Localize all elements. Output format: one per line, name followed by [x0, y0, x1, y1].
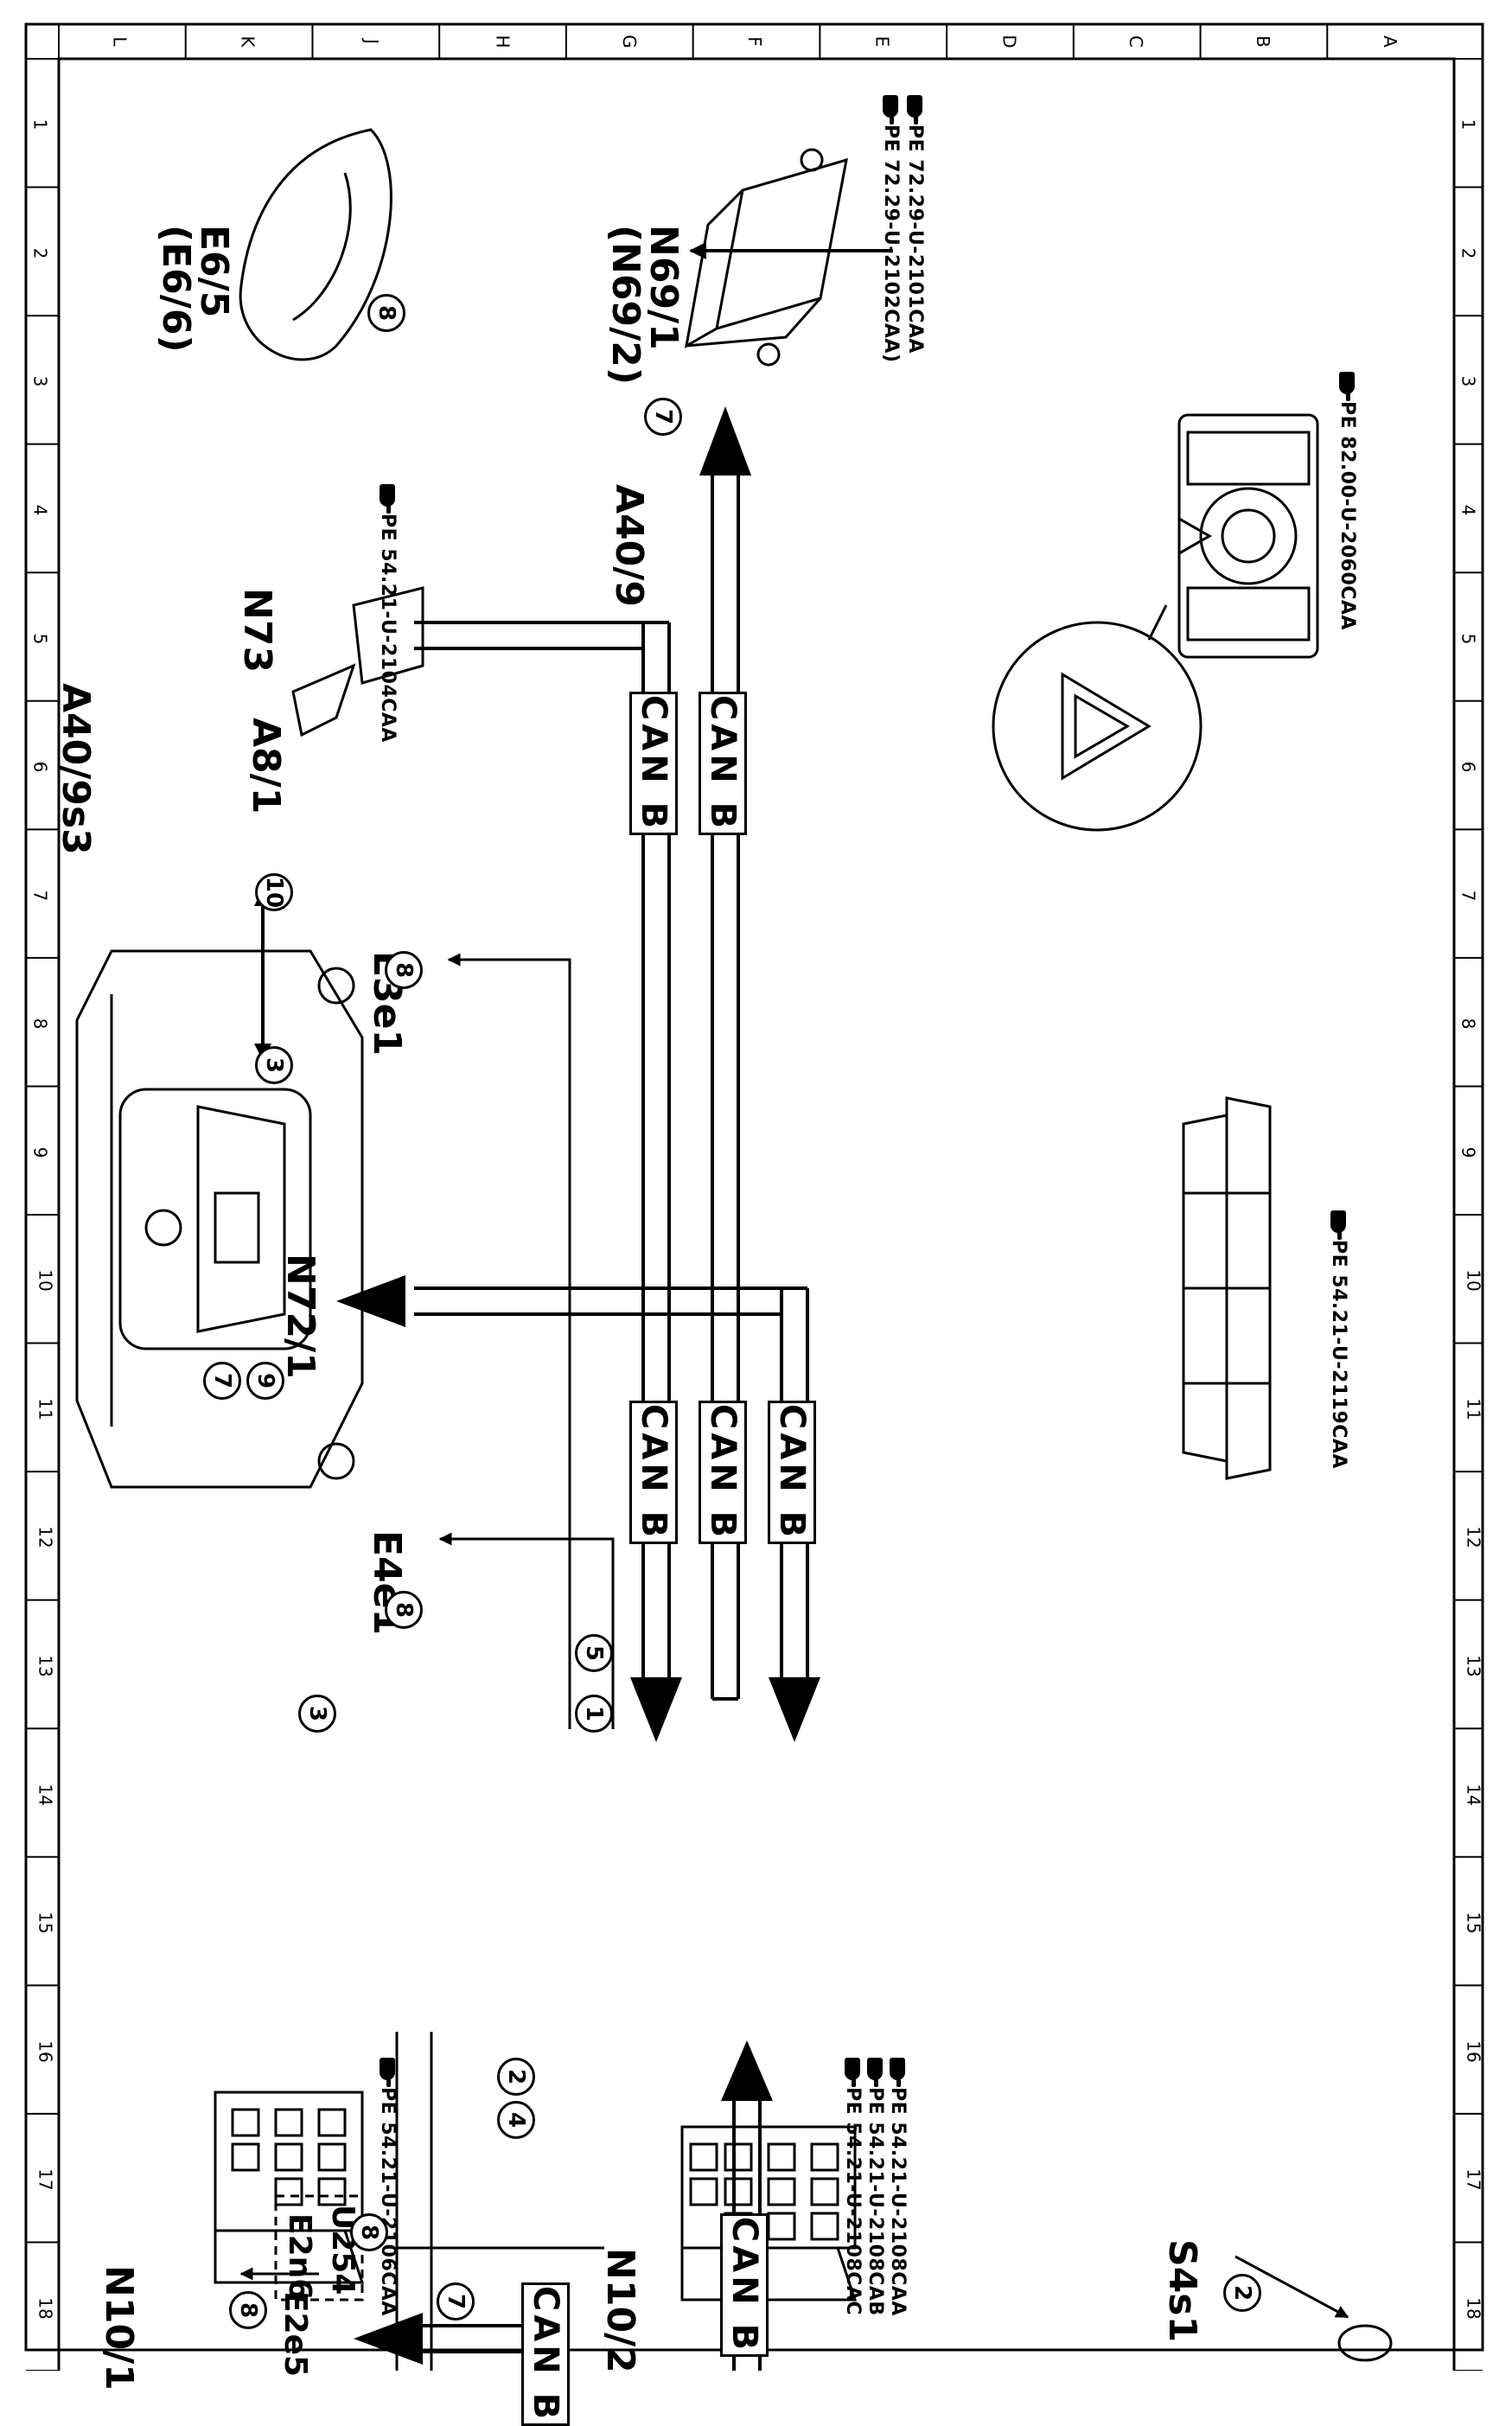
ref-circle: 7 — [203, 1362, 241, 1400]
ref-circle: 10 — [255, 873, 293, 911]
ref-circle: 4 — [497, 2101, 535, 2139]
n69-code-primary: N69/1 — [641, 225, 686, 350]
hand-pointer-icon — [1339, 372, 1355, 394]
n73-pe[interactable]: PE 54.21-U-2104CAA — [377, 514, 399, 743]
can-b-label: CAN B — [768, 1401, 816, 1544]
n72-pe-ref: PE 54.21-U-2119CAA — [1328, 1210, 1349, 1469]
ref-circle: 3 — [298, 1695, 336, 1733]
n72-overhead-panel-drawing — [1182, 1096, 1272, 1480]
hand-pointer-icon — [907, 95, 922, 118]
e2n6-code: E2n6 — [282, 2213, 317, 2301]
can-b-label: CAN B — [629, 692, 678, 835]
n10-1-pe-ref: PE 54.21-U-2106CAA — [377, 2058, 399, 2316]
n10-2-pe2[interactable]: PE 54.21-U-2108CAB — [864, 2087, 886, 2316]
hand-pointer-icon — [845, 2058, 860, 2080]
ref-circle: 8 — [229, 2291, 267, 2329]
u254-code: U254 — [325, 2205, 360, 2295]
ref-circle: 7 — [644, 398, 682, 436]
hand-pointer-icon — [867, 2058, 883, 2080]
ref-circle: 5 — [575, 1634, 613, 1672]
ref-circle: 8 — [367, 294, 405, 332]
n10-1-to-u254 — [395, 2032, 604, 2371]
hand-pointer-icon — [380, 2058, 395, 2080]
n72-code: N72/1 — [278, 1254, 322, 1379]
ref-circle: 3 — [255, 1046, 293, 1084]
a40s3-hazard-button-drawing — [992, 604, 1203, 832]
ref-circle: 2 — [1223, 2274, 1261, 2312]
can-b-label: CAN B — [629, 1401, 678, 1544]
wire-to-e4e1 — [438, 1532, 615, 1729]
n10-2-relay-module-drawing — [680, 2125, 858, 2302]
hand-pointer-icon — [883, 95, 898, 118]
e2e5-code: E2e5 — [278, 2291, 313, 2378]
can-b-label: CAN B — [521, 2282, 570, 2426]
ref-circle: 2 — [497, 2058, 535, 2096]
n69-pe1[interactable]: PE 72.29-U-2101CAA — [904, 124, 926, 354]
s4s1-arrow — [1234, 2255, 1349, 2319]
hand-pointer-icon — [380, 484, 395, 507]
n10-2-pe1[interactable]: PE 54.21-U-2108CAA — [887, 2087, 909, 2316]
e6-code: E6/5 (E6/6) — [154, 225, 236, 353]
n73-switch-drawing — [291, 586, 424, 737]
ref-circle: 9 — [246, 1362, 284, 1400]
ref-circle: 8 — [385, 1591, 423, 1629]
a8-code: A8/1 — [244, 718, 288, 814]
e6-code-primary: E6/5 — [192, 225, 236, 318]
schematic-lines — [75, 128, 1393, 2371]
n69-module-drawing — [684, 148, 848, 367]
hand-pointer-icon — [1330, 1210, 1346, 1233]
n69-pe2[interactable]: PE 72.29-U-2102CAA) — [880, 124, 902, 363]
n72-pe[interactable]: PE 54.21-U-2119CAA — [1328, 1240, 1349, 1469]
vehicle-front-drawing — [75, 949, 364, 1489]
can-b-label: CAN B — [699, 692, 747, 835]
a40-pe-ref: PE 82.00-U-2060CAA — [1337, 372, 1358, 630]
n10-1-code: N10/1 — [97, 2265, 141, 2391]
n10-2-code: N10/2 — [598, 2248, 642, 2373]
s4s1-code: S4s1 — [1160, 2239, 1204, 2343]
can-wire-to-n72 — [336, 1275, 820, 1742]
schematic-canvas: N69/1 (N69/2) PE 72.29-U-2101CAA PE 72.2… — [0, 0, 1512, 2371]
ref-circle: 8 — [350, 2213, 388, 2251]
n73-code: N73 — [235, 588, 279, 674]
e6-code-alt: (E6/6) — [154, 225, 198, 353]
ref-circle: 1 — [575, 1695, 613, 1733]
a40-switch-panel-drawing — [1177, 413, 1319, 659]
n73-pe-ref: PE 54.21-U-2104CAA — [377, 484, 399, 743]
hand-pointer-icon — [890, 2058, 905, 2080]
a40-code: A40/9 — [607, 484, 651, 607]
n69-code-alt: (N69/2) — [603, 225, 648, 385]
ref-circle: 7 — [437, 2282, 475, 2321]
s4s1-switch-drawing — [1337, 2324, 1393, 2362]
a40-pe[interactable]: PE 82.00-U-2060CAA — [1337, 401, 1358, 630]
e6-mirror-drawing — [239, 128, 392, 361]
ref-circle: 8 — [385, 951, 423, 989]
n10-1-pe[interactable]: PE 54.21-U-2106CAA — [377, 2087, 399, 2316]
n10-2-pe3[interactable]: PE 54.21-U-2108CAC — [842, 2087, 864, 2316]
n69-code: N69/1 (N69/2) — [603, 225, 686, 385]
n69-pe-refs: PE 72.29-U-2101CAA PE 72.29-U-2102CAA) — [880, 95, 926, 363]
wire-to-e3e1 — [447, 953, 571, 1729]
a40s3-code: A40/9s3 — [54, 683, 98, 855]
n10-1-relay-module-drawing — [214, 2091, 365, 2284]
can-b-label: CAN B — [699, 1401, 747, 1544]
n10-2-pe-refs: PE 54.21-U-2108CAA PE 54.21-U-2108CAB PE… — [842, 2058, 909, 2316]
can-b-label: CAN B — [720, 2213, 769, 2357]
